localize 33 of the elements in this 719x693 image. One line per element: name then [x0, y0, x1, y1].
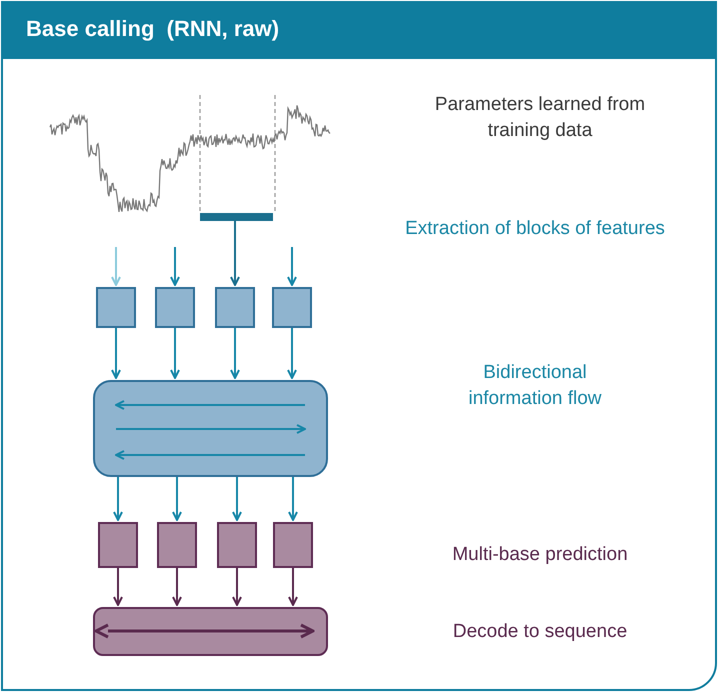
- step-caption: Extraction of blocks of features: [405, 217, 665, 241]
- arrow: [111, 247, 121, 286]
- step-caption: Decode to sequence: [452, 620, 628, 644]
- arrow: [287, 328, 297, 379]
- arrow: [170, 247, 180, 286]
- feature-block: [155, 287, 195, 328]
- arrow: [232, 568, 242, 606]
- arrow: [113, 477, 123, 521]
- arrow: [288, 477, 298, 521]
- prediction-block: [217, 522, 257, 568]
- arrow: [230, 328, 240, 379]
- arrow: [232, 477, 242, 521]
- arrow: [113, 568, 123, 606]
- arrow: [170, 328, 180, 379]
- step-caption: Parameters learned from training data: [434, 93, 646, 143]
- rnn-layer-box: [93, 380, 328, 477]
- window-bar: [200, 213, 273, 221]
- arrow: [111, 328, 121, 379]
- arrow: [287, 247, 297, 286]
- arrow: [230, 221, 240, 286]
- prediction-block: [273, 522, 313, 568]
- arrow: [172, 477, 182, 521]
- arrow: [288, 568, 298, 606]
- step-caption: Bidirectional information flow: [467, 361, 603, 411]
- decode-box: [93, 607, 328, 656]
- feature-block: [272, 287, 312, 328]
- prediction-block: [157, 522, 197, 568]
- step-caption: Multi-base prediction: [451, 543, 629, 567]
- feature-block: [215, 287, 255, 328]
- prediction-block: [98, 522, 138, 568]
- arrow: [172, 568, 182, 606]
- feature-block: [96, 287, 136, 328]
- title: Base calling (RNN, raw): [26, 16, 280, 42]
